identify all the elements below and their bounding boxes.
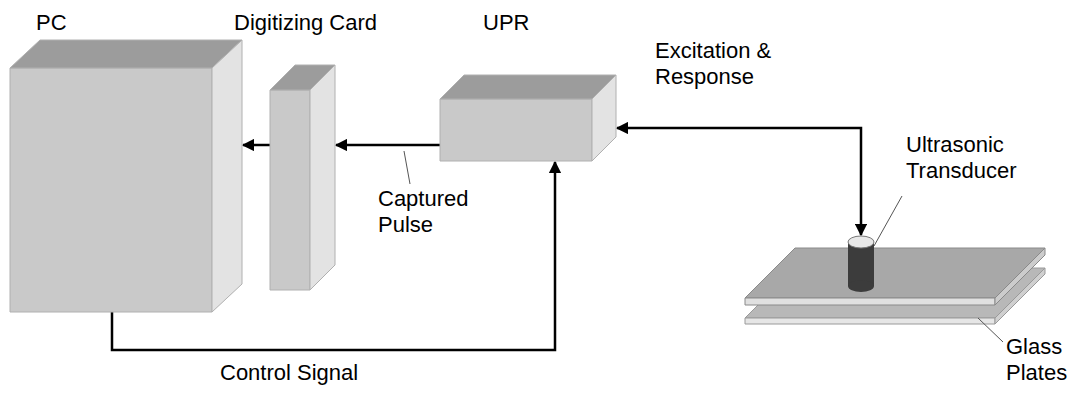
transducer-part	[848, 242, 874, 286]
connector-arrow	[243, 144, 270, 147]
signal-label: Excitation & Response	[655, 38, 825, 90]
box-face	[592, 75, 616, 161]
box-face	[10, 68, 212, 312]
node-shape	[848, 236, 874, 292]
connector-arrow	[617, 128, 861, 235]
ultrasonic-transducer: Ultrasonic Transducer	[848, 236, 874, 292]
signal-label: Control Signal	[220, 360, 358, 386]
box-face	[310, 65, 335, 290]
part-label: Glass Plates	[1006, 334, 1076, 386]
pc-box: PC	[10, 40, 242, 312]
box-face	[440, 75, 616, 99]
transducer-part	[848, 236, 874, 248]
digitizing-card-box: Digitizing Card	[270, 65, 335, 290]
leader-line	[978, 318, 1003, 342]
node-shape	[270, 65, 335, 290]
leader-line	[404, 151, 410, 184]
leader-line	[874, 196, 902, 246]
glass-plates	[745, 248, 1045, 324]
node-shape	[440, 75, 616, 161]
box-face	[270, 90, 310, 290]
node-label: UPR	[483, 10, 529, 36]
connector-arrow	[336, 144, 440, 147]
node-label: Digitizing Card	[234, 10, 377, 36]
box-face	[10, 40, 242, 68]
upr-box: UPR	[440, 75, 616, 161]
node-label: Ultrasonic Transducer	[906, 132, 1026, 184]
signal-label: Captured Pulse	[378, 186, 478, 238]
transducer-part	[848, 280, 874, 292]
box-face	[212, 40, 242, 312]
node-label: PC	[36, 10, 67, 36]
node-shape	[10, 40, 242, 312]
box-face	[440, 99, 592, 161]
